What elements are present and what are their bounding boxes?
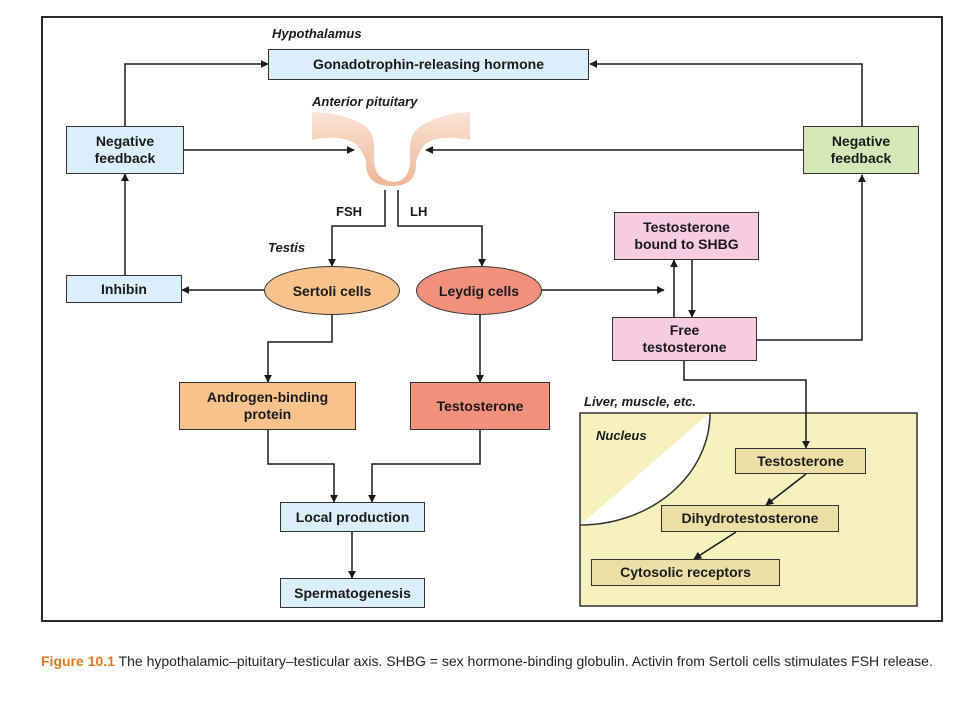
- negative-feedback-right-box: Negative feedback: [803, 126, 919, 174]
- arrow-free-to-nucleus: [683, 361, 810, 449]
- arrow-testosterone-to-dht: [765, 473, 807, 506]
- sertoli-label: Sertoli cells: [292, 282, 372, 299]
- negative-feedback-left-line1: Negative: [95, 133, 155, 149]
- hypothalamus-label: Hypothalamus: [272, 26, 362, 41]
- local-production-box: Local production: [280, 502, 425, 532]
- sertoli-cells-ellipse: Sertoli cells: [264, 266, 400, 315]
- inhibin-box: Inhibin: [66, 275, 182, 303]
- liver-label: Liver, muscle, etc.: [584, 394, 697, 409]
- negative-feedback-left-line2: feedback: [94, 150, 156, 166]
- nucleus-testosterone-box: Testosterone: [735, 448, 866, 474]
- shbg-line2: bound to SHBG: [634, 236, 739, 252]
- abp-line1: Androgen-binding: [206, 389, 329, 405]
- gnrh-box: Gonadotrophin-releasing hormone: [268, 49, 589, 80]
- nucleus-label: Nucleus: [596, 428, 647, 443]
- negative-feedback-right-line2: feedback: [830, 150, 892, 166]
- shbg-bound-box: Testosterone bound to SHBG: [614, 212, 759, 260]
- free-line2: testosterone: [642, 339, 727, 355]
- free-line1: Free: [669, 322, 700, 338]
- inhibin-label: Inhibin: [101, 280, 147, 297]
- arrow-dht-to-cytosolic: [693, 531, 737, 560]
- negative-feedback-left-box: Negative feedback: [66, 126, 184, 174]
- arrow-right-feedback-to-gnrh: [589, 60, 863, 126]
- lh-label: LH: [410, 204, 428, 219]
- arrow-lh: [397, 190, 486, 267]
- anterior-pituitary-label: Anterior pituitary: [312, 94, 418, 109]
- dihydrotestosterone-box: Dihydrotestosterone: [661, 505, 839, 532]
- testis-label: Testis: [268, 240, 306, 255]
- arrow-testosterone-to-local: [368, 430, 481, 503]
- fsh-label: FSH: [336, 204, 362, 219]
- caption-text: The hypothalamic–pituitary–testicular ax…: [114, 653, 933, 669]
- nucleus-testosterone-label: Testosterone: [757, 452, 844, 469]
- nucleus-boundary: [579, 412, 711, 526]
- negative-feedback-right-line1: Negative: [831, 133, 891, 149]
- cytosolic-receptors-box: Cytosolic receptors: [591, 559, 780, 586]
- leydig-cells-ellipse: Leydig cells: [416, 266, 542, 315]
- arrow-left-feedback-to-gnrh: [124, 60, 269, 126]
- arrow-fsh: [328, 190, 386, 267]
- testosterone-label: Testosterone: [436, 397, 524, 414]
- spermatogenesis-label: Spermatogenesis: [294, 584, 411, 601]
- arrow-sertoli-to-abp: [264, 315, 333, 383]
- abp-line2: protein: [243, 406, 292, 422]
- shbg-line1: Testosterone: [643, 219, 730, 235]
- leydig-label: Leydig cells: [438, 282, 520, 299]
- free-testosterone-box: Free testosterone: [612, 317, 757, 361]
- testosterone-box: Testosterone: [410, 382, 550, 430]
- arrow-free-to-feedback: [757, 174, 866, 341]
- dht-label: Dihydrotestosterone: [681, 510, 819, 526]
- anterior-pituitary-shape: [312, 112, 470, 186]
- cytosolic-label: Cytosolic receptors: [620, 564, 751, 580]
- gnrh-label: Gonadotrophin-releasing hormone: [312, 56, 544, 72]
- androgen-binding-protein-box: Androgen-binding protein: [179, 382, 356, 430]
- figure-number: Figure 10.1: [41, 653, 115, 669]
- arrow-abp-to-local: [267, 430, 338, 503]
- figure-caption: Figure 10.1 The hypothalamic–pituitary–t…: [41, 652, 941, 670]
- local-production-label: Local production: [295, 508, 410, 525]
- spermatogenesis-box: Spermatogenesis: [280, 578, 425, 608]
